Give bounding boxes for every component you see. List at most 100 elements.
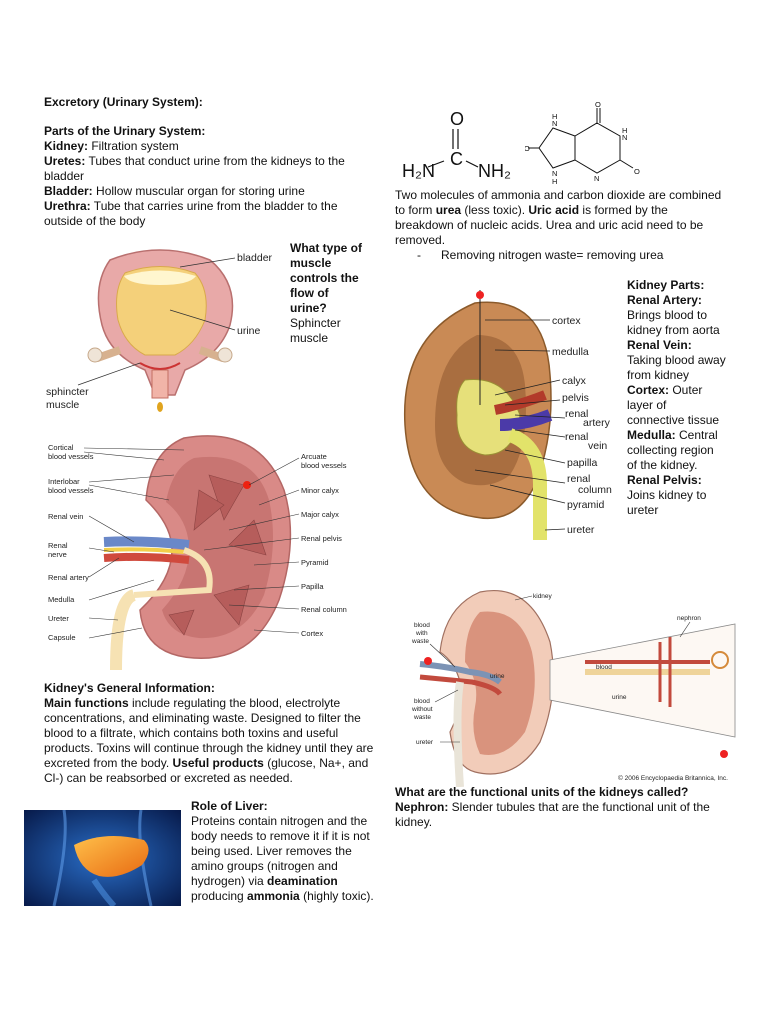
liver-image xyxy=(24,810,181,906)
svg-text:blood vessels: blood vessels xyxy=(48,486,94,495)
label-bladder: bladder xyxy=(237,252,273,264)
kidney-part-renal-pelvis: Renal Pelvis:Joins kidney to ureter xyxy=(627,473,707,517)
svg-text:O: O xyxy=(525,144,530,153)
svg-text:N: N xyxy=(622,133,627,142)
svg-text:waste: waste xyxy=(413,714,431,721)
kidney-part-cortex: Cortex: Outer layer of connective tissue xyxy=(627,383,720,427)
functional-question: What are the functional units of the kid… xyxy=(395,785,689,799)
svg-text:O: O xyxy=(595,100,601,109)
parts-item-bladder: Bladder: Hollow muscular organ for stori… xyxy=(44,184,305,198)
urea-paragraph: Two molecules of ammonia and carbon diox… xyxy=(395,188,725,263)
copyright: © 2006 Encyclopaedia Britannica, Inc. xyxy=(618,774,728,782)
svg-text:renal: renal xyxy=(565,431,588,443)
svg-text:ureter: ureter xyxy=(567,524,595,536)
svg-text:N: N xyxy=(552,119,557,128)
svg-text:Renal vein: Renal vein xyxy=(48,512,83,521)
svg-text:urine: urine xyxy=(490,673,505,680)
svg-text:nephron: nephron xyxy=(677,615,701,622)
urea-bullet: Removing nitrogen waste= removing urea xyxy=(395,248,725,263)
liver-section: Role of Liver: Proteins contain nitrogen… xyxy=(191,799,376,904)
kidney-part-medulla: Medulla: Central collecting region of th… xyxy=(627,428,718,472)
svg-text:Papilla: Papilla xyxy=(301,582,324,591)
kidney-parts-section: Kidney Parts: Renal Artery:Brings blood … xyxy=(627,278,727,518)
svg-text:pyramid: pyramid xyxy=(567,499,605,511)
svg-text:blood vessels: blood vessels xyxy=(48,452,94,461)
svg-text:N: N xyxy=(552,169,557,178)
svg-text:Interlobar: Interlobar xyxy=(48,477,80,486)
svg-text:Renal pelvis: Renal pelvis xyxy=(301,534,342,543)
svg-text:renal: renal xyxy=(565,408,588,420)
svg-text:Cortex: Cortex xyxy=(301,629,323,638)
svg-text:column: column xyxy=(578,484,612,496)
parts-item-urethra: Urethra: Tube that carries urine from th… xyxy=(44,199,338,228)
svg-text:H: H xyxy=(622,126,627,135)
parts-heading: Parts of the Urinary System: xyxy=(44,124,206,138)
svg-text:calyx: calyx xyxy=(562,375,587,387)
svg-text:cortex: cortex xyxy=(552,315,581,327)
bladder-answer: Sphincter muscle xyxy=(290,316,341,345)
liver-heading: Role of Liver: xyxy=(191,799,268,813)
svg-text:Minor calyx: Minor calyx xyxy=(301,486,339,495)
svg-text:vein: vein xyxy=(588,440,607,452)
svg-text:blood: blood xyxy=(414,698,430,705)
svg-text:blood vessels: blood vessels xyxy=(301,461,347,470)
general-info-paragraph: Main functions include regulating the bl… xyxy=(44,696,374,785)
svg-text:blood: blood xyxy=(596,664,612,671)
general-info-section: Kidney's General Information: Main funct… xyxy=(44,681,374,786)
marker-icon xyxy=(424,657,432,665)
nephron-diagram: kidney blood with waste urine blood with… xyxy=(411,590,736,787)
functional-answer: Nephron: Slender tubules that are the fu… xyxy=(395,800,710,829)
svg-text:Renal: Renal xyxy=(48,541,68,550)
svg-text:Major calyx: Major calyx xyxy=(301,510,339,519)
svg-text:Cortical: Cortical xyxy=(48,443,74,452)
bladder-diagram: bladder urine sphincter muscle xyxy=(46,249,273,412)
svg-text:renal: renal xyxy=(567,473,590,485)
svg-text:NH₂: NH₂ xyxy=(478,161,511,181)
svg-text:kidney: kidney xyxy=(533,593,553,600)
svg-text:with: with xyxy=(415,630,428,637)
urine-drop-icon xyxy=(157,402,163,412)
kidney-colored-diagram: cortex medulla calyx pelvis renal artery… xyxy=(403,290,612,540)
svg-text:O: O xyxy=(634,167,640,176)
svg-text:medulla: medulla xyxy=(552,346,589,358)
label-urine: urine xyxy=(237,325,261,337)
svg-text:Renal artery: Renal artery xyxy=(48,573,89,582)
svg-text:H: H xyxy=(552,177,557,186)
svg-text:N: N xyxy=(594,174,599,183)
svg-text:waste: waste xyxy=(411,638,429,645)
svg-text:Ureter: Ureter xyxy=(48,614,69,623)
label-sphincter: sphincter xyxy=(46,386,89,398)
svg-text:papilla: papilla xyxy=(567,457,598,469)
svg-text:blood: blood xyxy=(414,622,430,629)
marker-icon xyxy=(243,481,251,489)
bladder-question: What type of muscle controls the flow of… xyxy=(290,241,362,315)
urea-molecule: O C H₂N NH₂ xyxy=(402,109,511,181)
label-muscle: muscle xyxy=(46,399,79,411)
parts-section: Parts of the Urinary System: Kidney: Fil… xyxy=(44,124,374,229)
svg-text:C: C xyxy=(450,149,463,169)
general-info-heading: Kidney's General Information: xyxy=(44,681,215,695)
kidney-part-renal-artery: Renal Artery:Brings blood to kidney from… xyxy=(627,293,720,337)
kidney-part-renal-vein: Renal Vein:Taking blood away from kidney xyxy=(627,338,726,382)
parts-item-uretes: Uretes: Tubes that conduct urine from th… xyxy=(44,154,345,183)
uric-acid-molecule: O O O N H N H N H N xyxy=(525,100,640,186)
page-title: Excretory (Urinary System): xyxy=(44,95,203,109)
svg-text:Renal column: Renal column xyxy=(301,605,347,614)
svg-text:H: H xyxy=(552,112,557,121)
kidney-cross-section-diagram: Cortical blood vessels Interlobar blood … xyxy=(48,435,347,670)
svg-text:artery: artery xyxy=(583,417,611,429)
marker-icon xyxy=(476,291,484,299)
svg-text:O: O xyxy=(450,109,464,129)
svg-text:Arcuate: Arcuate xyxy=(301,452,327,461)
svg-text:without: without xyxy=(411,706,433,713)
svg-text:urine: urine xyxy=(612,694,627,701)
liver-paragraph: Proteins contain nitrogen and the body n… xyxy=(191,814,374,903)
functional-units-section: What are the functional units of the kid… xyxy=(395,785,730,830)
svg-text:ureter: ureter xyxy=(416,739,434,746)
svg-text:H₂N: H₂N xyxy=(402,161,435,181)
marker-icon xyxy=(720,750,728,758)
svg-text:pelvis: pelvis xyxy=(562,392,589,404)
parts-item-kidney: Kidney: Filtration system xyxy=(44,139,179,153)
svg-text:Pyramid: Pyramid xyxy=(301,558,329,567)
svg-text:Medulla: Medulla xyxy=(48,595,75,604)
